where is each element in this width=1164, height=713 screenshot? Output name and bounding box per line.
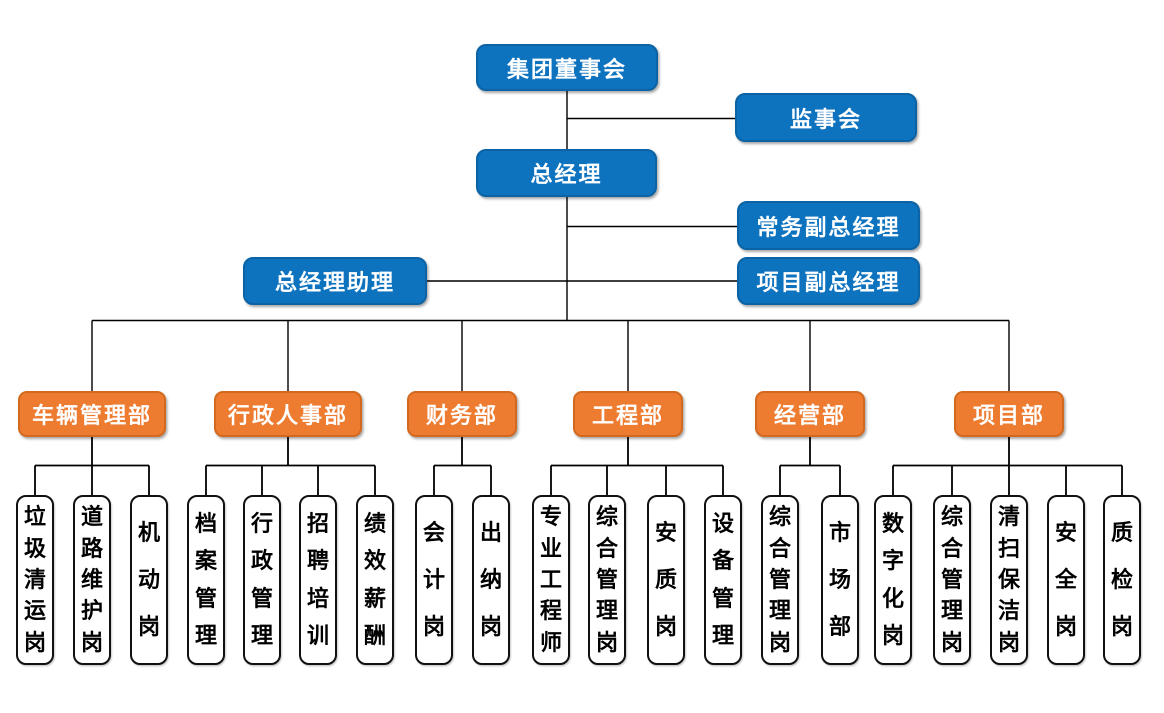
position-archives-management: 档案管理	[187, 495, 225, 665]
node-gm-assistant: 总经理助理	[243, 257, 427, 305]
dept3-children	[433, 437, 492, 495]
position-general-management-proj: 综合管理岗	[933, 495, 971, 665]
dept-project: 项目部	[954, 391, 1064, 437]
dept-drops	[91, 320, 1010, 391]
dept2-children	[205, 437, 376, 495]
position-road-maintenance: 道路维护岗	[73, 495, 111, 665]
position-sweeping-cleaning: 清扫保洁岗	[990, 495, 1028, 665]
position-general-management-eng: 综合管理岗	[588, 495, 626, 665]
node-executive-deputy-gm: 常务副总经理	[737, 201, 920, 250]
position-accountant: 会计岗	[415, 495, 453, 665]
node-project-deputy-gm: 项目副总经理	[737, 257, 920, 305]
position-general-management-ops: 综合管理岗	[761, 495, 799, 665]
position-recruit-training: 招聘培训	[299, 495, 337, 665]
dept-admin-hr: 行政人事部	[214, 391, 362, 437]
dept1-children	[34, 437, 150, 495]
position-safety-quality: 安质岗	[647, 495, 685, 665]
dept6-children	[892, 437, 1123, 495]
dept-vehicle-management: 车辆管理部	[18, 391, 166, 437]
node-supervisory-board: 监事会	[735, 93, 917, 142]
dept-finance: 财务部	[407, 391, 517, 437]
position-cashier: 出纳岗	[472, 495, 510, 665]
position-digitalization: 数字化岗	[874, 495, 912, 665]
node-board: 集团董事会	[476, 44, 658, 91]
position-safety: 安全岗	[1047, 495, 1085, 665]
dept5-children	[779, 437, 841, 495]
position-performance-payroll: 绩效薪酬	[356, 495, 394, 665]
position-professional-engineer: 专业工程师	[532, 495, 570, 665]
position-garbage-collection: 垃圾清运岗	[16, 495, 54, 665]
dept4-children	[550, 437, 724, 495]
position-admin-management: 行政管理	[243, 495, 281, 665]
position-equipment-management: 设备管理	[704, 495, 742, 665]
dept-engineering: 工程部	[573, 391, 683, 437]
position-mobile-duty: 机动岗	[130, 495, 168, 665]
position-quality-inspection: 质检岗	[1103, 495, 1141, 665]
dept-operations: 经营部	[755, 391, 865, 437]
node-general-manager: 总经理	[476, 149, 657, 197]
position-market-dept: 市场部	[821, 495, 859, 665]
